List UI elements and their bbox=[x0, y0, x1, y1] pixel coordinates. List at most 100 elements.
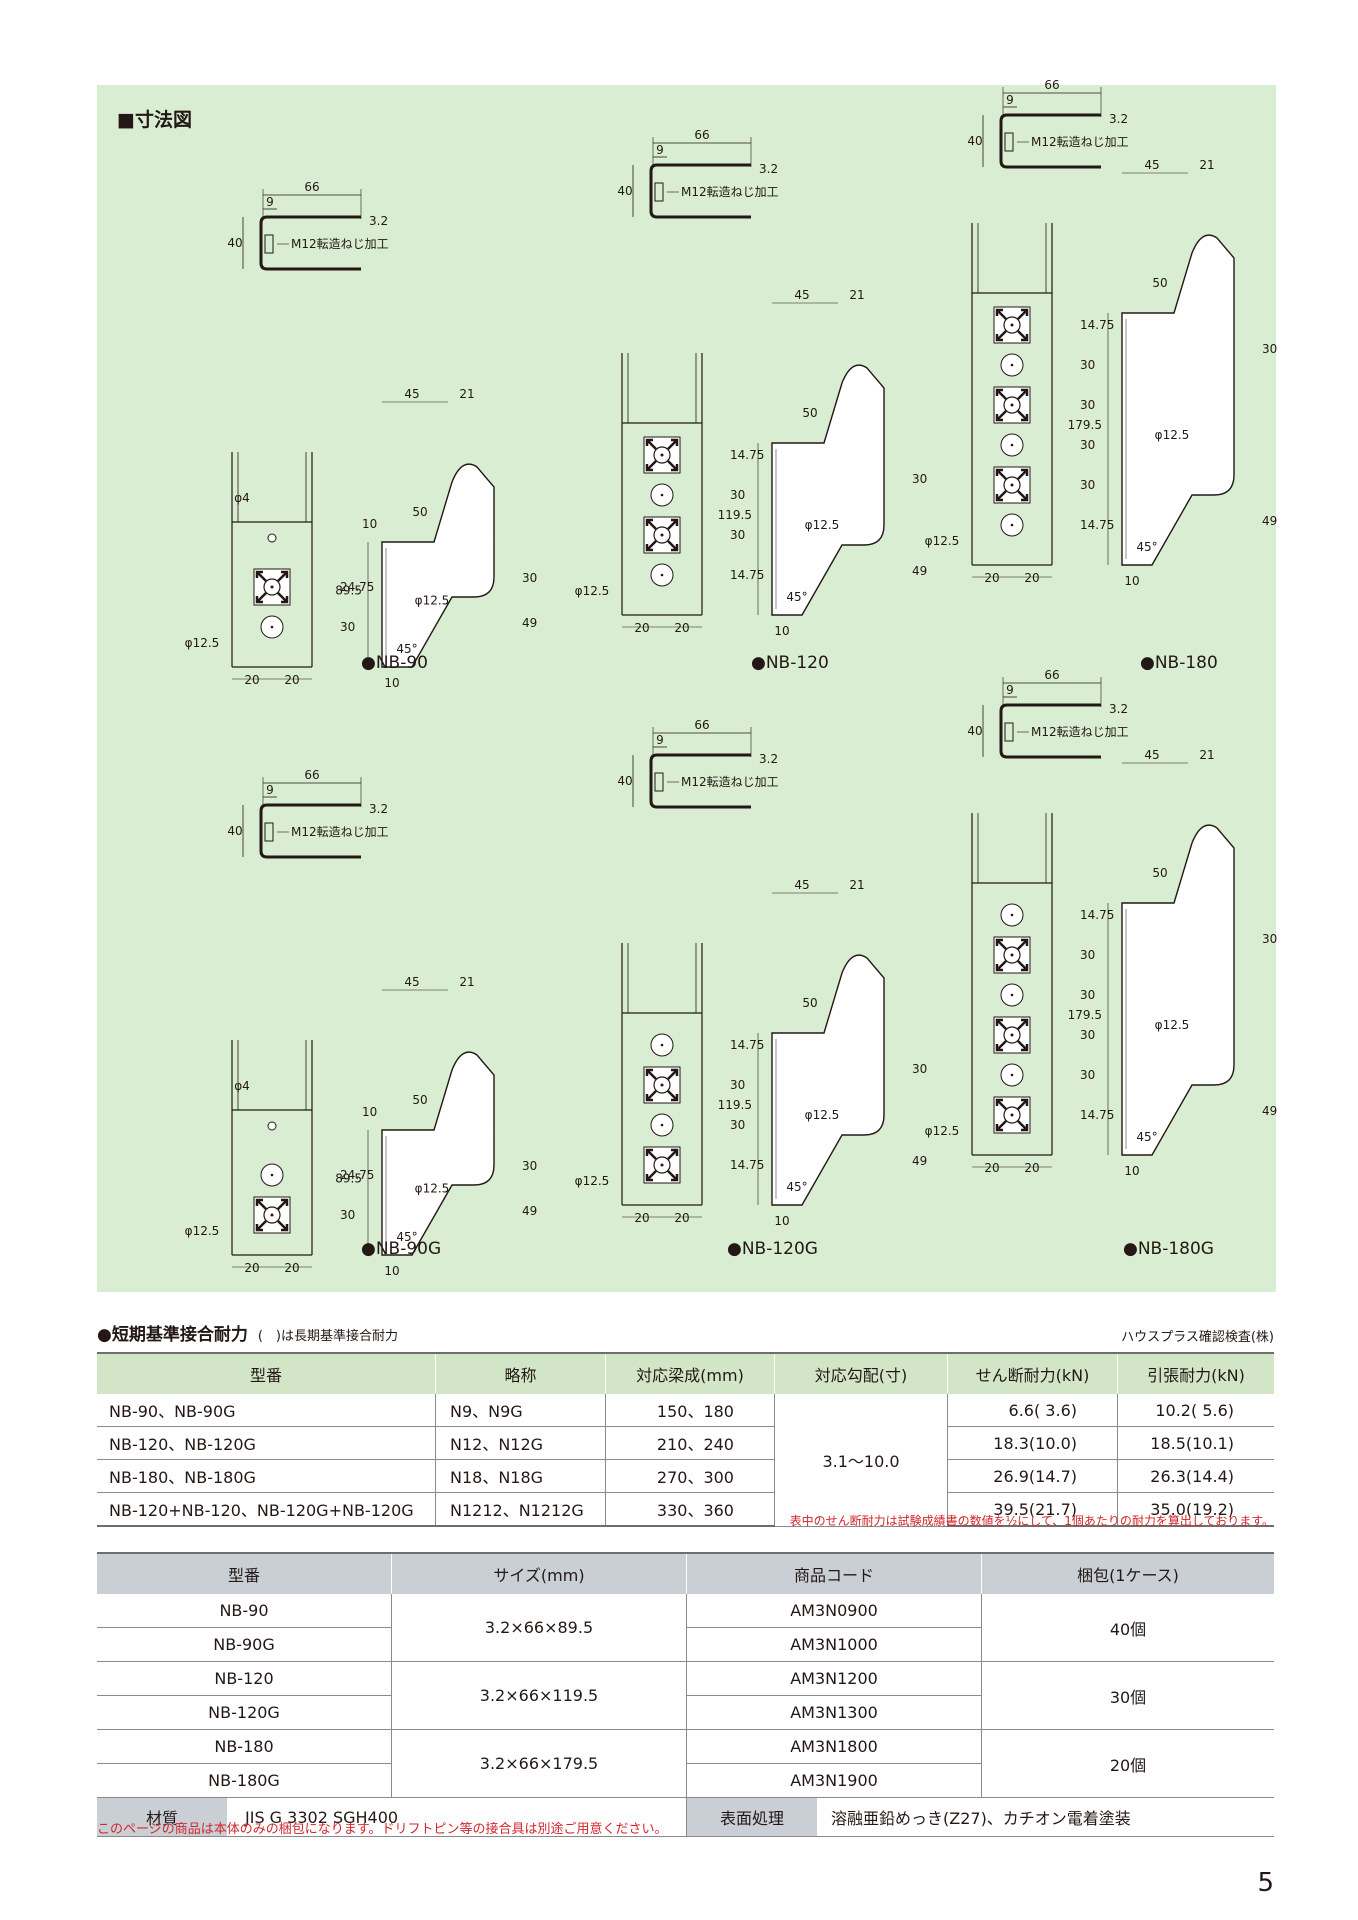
section-title: ■寸法図 bbox=[117, 109, 192, 131]
bolt-boss bbox=[643, 436, 681, 474]
dim-45: 45 bbox=[1144, 748, 1159, 762]
dim-row: 30 bbox=[1080, 478, 1095, 492]
table-row: NB-120、NB-120G N12、N12G 210、240 18.3(10.… bbox=[97, 1426, 1274, 1460]
dim-40: 40 bbox=[617, 774, 632, 788]
header-model: 型番 bbox=[97, 1352, 436, 1394]
header-model: 型番 bbox=[97, 1552, 392, 1594]
dim-21: 21 bbox=[849, 878, 864, 892]
bolt-boss bbox=[253, 568, 291, 606]
page-number: 5 bbox=[1257, 1868, 1274, 1898]
label-nb120: ●NB-120 bbox=[751, 653, 829, 673]
dim-49-75: 49.75 bbox=[522, 616, 537, 630]
phi4-label: φ4 bbox=[234, 491, 250, 505]
phi12-5-label: φ12.5 bbox=[575, 584, 610, 598]
dim-row: 14.75 bbox=[730, 1158, 764, 1172]
cell-tensile: 26.3(14.4) bbox=[1117, 1459, 1274, 1493]
m12-label: M12転造ねじ加工 bbox=[291, 825, 389, 839]
dim-21: 21 bbox=[849, 288, 864, 302]
dim-3-2: 3.2 bbox=[759, 752, 778, 766]
header-slope: 対応勾配(寸) bbox=[774, 1352, 948, 1394]
phi12-5-label: φ12.5 bbox=[185, 1224, 220, 1238]
bolt-boss bbox=[643, 1066, 681, 1104]
material-value: JIS G 3302 SGH400 bbox=[245, 1807, 399, 1827]
m12-label: M12転造ねじ加工 bbox=[681, 775, 779, 789]
dim-45: 45 bbox=[404, 387, 419, 401]
phi12-5-label: φ12.5 bbox=[415, 594, 450, 608]
dim-50: 50 bbox=[802, 406, 817, 420]
dim-3-2: 3.2 bbox=[759, 162, 778, 176]
dim-row: 24.75 bbox=[340, 1168, 374, 1182]
dim-row: 14.75 bbox=[1080, 518, 1114, 532]
strength-title: ●短期基準接合耐力( )は長期基準接合耐力 bbox=[97, 1320, 398, 1345]
dim-21: 21 bbox=[459, 387, 474, 401]
label-nb180: ●NB-180 bbox=[1140, 653, 1218, 673]
dim-row: 14.75 bbox=[730, 1038, 764, 1052]
dim-45-deg: 45° bbox=[786, 1180, 807, 1194]
dim-30: 30 bbox=[1262, 932, 1277, 946]
bolt-boss bbox=[993, 466, 1031, 504]
dim-3-2: 3.2 bbox=[1109, 112, 1128, 126]
dim-row: 30 bbox=[730, 1078, 745, 1092]
cell-abbr: N1212、N1212G bbox=[435, 1492, 606, 1527]
strength-note: ( )は長期基準接合耐力 bbox=[257, 1329, 398, 1344]
dim-row: 14.75 bbox=[1080, 1108, 1114, 1122]
dim-10: 10 bbox=[1124, 574, 1139, 588]
cell-shear: 39.5(21.7) bbox=[947, 1492, 1118, 1527]
cell-model: NB-180G bbox=[97, 1763, 392, 1798]
cell-code: AM3N1300 bbox=[686, 1695, 982, 1730]
dim-40: 40 bbox=[967, 134, 982, 148]
bolt-boss bbox=[993, 386, 1031, 424]
dim-row: 24.75 bbox=[340, 580, 374, 594]
dim-row: 30 bbox=[340, 1208, 355, 1222]
strength-table: 型番 略称 対応梁成(mm) 対応勾配(寸) せん断耐力(kN) 引張耐力(kN… bbox=[97, 1352, 1274, 1527]
table-row: NB-120G AM3N1300 bbox=[97, 1695, 1274, 1730]
phi12-5-label: φ12.5 bbox=[925, 1124, 960, 1138]
cell-code: AM3N1200 bbox=[686, 1661, 982, 1696]
label-nb120g: ●NB-120G bbox=[727, 1239, 818, 1259]
dim-20: 20 bbox=[634, 1211, 649, 1225]
dim-row: 30 bbox=[1080, 358, 1095, 372]
diagram-nb90: 2020φ41024.7530φ12.545°4521501089.53049.… bbox=[185, 180, 537, 690]
dim-10: 10 bbox=[1124, 1164, 1139, 1178]
cell-code: AM3N1900 bbox=[686, 1763, 982, 1798]
dim-row: 30 bbox=[1080, 1028, 1095, 1042]
dim-3-2: 3.2 bbox=[369, 214, 388, 228]
cell-code: AM3N1000 bbox=[686, 1627, 982, 1662]
cell-tensile: 10.2( 5.6) bbox=[1117, 1394, 1274, 1427]
bolt-boss bbox=[253, 1196, 291, 1234]
dim-66: 66 bbox=[304, 768, 319, 782]
dim-9: 9 bbox=[656, 733, 664, 747]
cell-beam: 330、360 bbox=[605, 1492, 775, 1527]
phi12-5-label: φ12.5 bbox=[415, 1182, 450, 1196]
label-nb180g: ●NB-180G bbox=[1123, 1239, 1214, 1259]
header-beam: 対応梁成(mm) bbox=[605, 1352, 775, 1394]
dimension-drawing-panel: ■寸法図 20 20 φ4 10 24.75 30 φ12.5 45° 45 21 50 10 89.5… bbox=[97, 78, 1277, 1292]
dim-height: 89.5 bbox=[335, 1172, 362, 1186]
cell-abbr: N18、N18G bbox=[435, 1459, 606, 1493]
dim-height: 179.5 bbox=[1068, 418, 1102, 432]
dim-20: 20 bbox=[674, 1211, 689, 1225]
cell-beam: 150、180 bbox=[605, 1394, 775, 1427]
cell-shear: 6.6( 3.6) bbox=[947, 1394, 1118, 1427]
material-row: 材質 JIS G 3302 SGH400 表面処理 溶融亜鉛めっき(Z27)、カ… bbox=[97, 1797, 1274, 1837]
dim-3-2: 3.2 bbox=[369, 802, 388, 816]
dim-height: 89.5 bbox=[335, 584, 362, 598]
dim-30: 30 bbox=[1262, 342, 1277, 356]
cell-model: NB-90、NB-90G bbox=[97, 1394, 436, 1427]
bolt-boss bbox=[993, 306, 1031, 344]
dim-45-deg: 45° bbox=[396, 642, 417, 656]
diagram-nb90g: 2020φ41024.7530φ12.545°4521501089.53049.… bbox=[185, 768, 537, 1278]
dim-66: 66 bbox=[694, 718, 709, 732]
cell-model: NB-180、NB-180G bbox=[97, 1459, 436, 1493]
dim-49-75: 49.75 bbox=[1262, 1104, 1277, 1118]
table-row: NB-120 3.2×66×119.5 AM3N1200 30個 bbox=[97, 1661, 1274, 1730]
dim-20: 20 bbox=[1024, 1161, 1039, 1175]
dim-45: 45 bbox=[1144, 158, 1159, 172]
dim-66: 66 bbox=[694, 128, 709, 142]
dim-40: 40 bbox=[227, 824, 242, 838]
dim-50: 50 bbox=[1152, 276, 1167, 290]
dim-50: 50 bbox=[1152, 866, 1167, 880]
table-row: NB-120+NB-120、NB-120G+NB-120G N1212、N121… bbox=[97, 1492, 1274, 1527]
dim-66: 66 bbox=[304, 180, 319, 194]
